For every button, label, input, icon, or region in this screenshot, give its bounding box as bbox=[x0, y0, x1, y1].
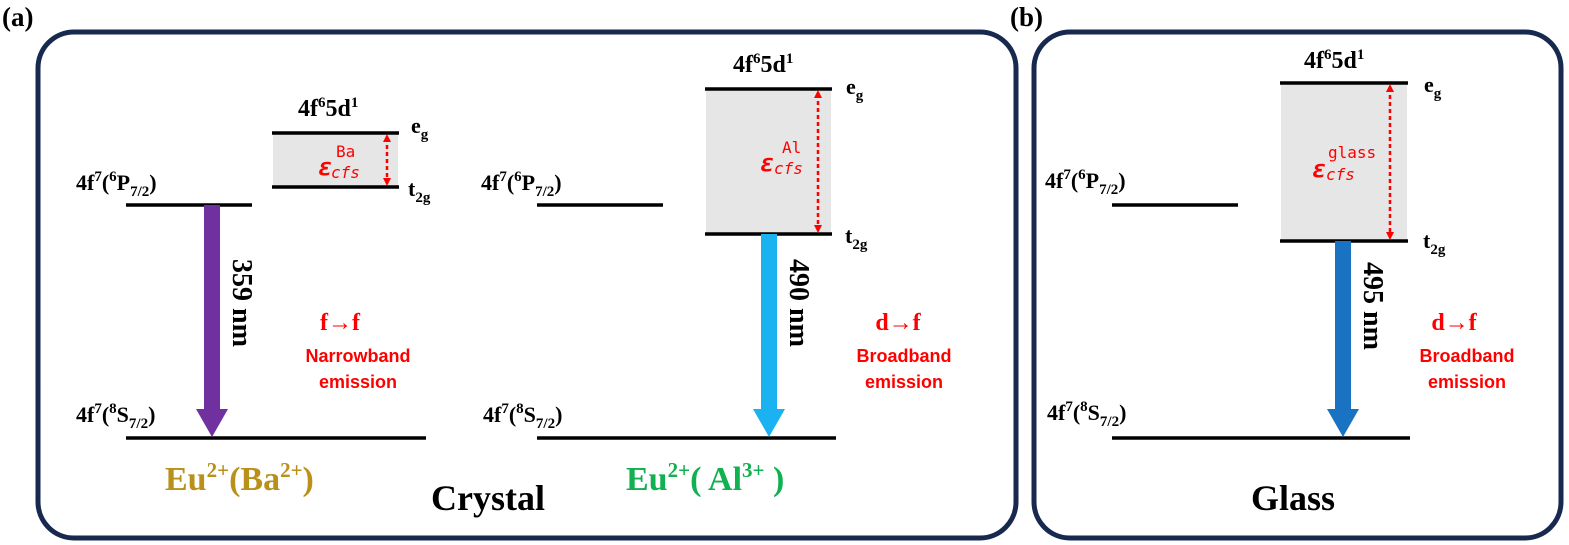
glass-cfs-superscript: glass bbox=[1328, 143, 1376, 162]
glass-transition: d→f bbox=[1431, 310, 1477, 336]
ba-cfs-superscript: Ba bbox=[336, 142, 355, 161]
ba-f-state: 4f7(6P7/2) bbox=[76, 169, 157, 200]
glass-diagram: 4f65d1 eg t2g ε cfs glass 4f7(6P7/2) 4f7… bbox=[1045, 47, 1515, 440]
config-5d: 5d bbox=[761, 52, 787, 78]
down-arrow-icon bbox=[1327, 409, 1359, 437]
ba-emission-type-line1: Narrowband bbox=[305, 346, 410, 366]
al-host-label: Eu2+( Al3+ ) bbox=[626, 458, 784, 498]
glass-excited-config: 4f65d1 bbox=[1304, 47, 1364, 74]
glass-emission-wavelength: 495 nm bbox=[1357, 262, 1388, 350]
config-1: 1 bbox=[786, 51, 794, 67]
al-cfs-box bbox=[706, 89, 831, 234]
glass-cfs-sub: cfs bbox=[1326, 165, 1355, 184]
glass-cfs-box bbox=[1281, 83, 1407, 241]
al-cfs-sub: cfs bbox=[774, 159, 803, 178]
glass-eg-label: eg bbox=[1424, 72, 1442, 102]
config-4f: 4f bbox=[1304, 48, 1325, 74]
al-ground-state: 4f7(8S7/2) bbox=[483, 401, 562, 432]
ba-cfs-box bbox=[273, 133, 398, 187]
ba-diagram: 4f65d1 eg t2g ε cfs Ba 4f7(6P7/2) 4f7(8S… bbox=[76, 95, 431, 498]
ba-excited-config: 4f65d1 bbox=[298, 95, 358, 122]
glass-emission-arrow bbox=[1327, 241, 1359, 437]
ba-transition: f→f bbox=[320, 310, 361, 336]
al-cfs-symbol: ε bbox=[760, 149, 774, 177]
config-6: 6 bbox=[1324, 47, 1332, 63]
ba-eg-label: eg bbox=[411, 113, 429, 143]
config-6: 6 bbox=[318, 95, 326, 111]
config-1: 1 bbox=[1357, 47, 1365, 63]
ba-cfs-sub: cfs bbox=[331, 163, 360, 182]
ba-cfs-symbol: ε bbox=[318, 153, 332, 181]
glass-cfs-symbol: ε bbox=[1312, 155, 1326, 183]
config-1: 1 bbox=[351, 95, 359, 111]
down-arrow-icon bbox=[196, 409, 228, 437]
down-arrow-icon bbox=[753, 409, 785, 437]
config-4f: 4f bbox=[298, 96, 319, 122]
panel-a-frame bbox=[35, 29, 1019, 541]
al-excited-config: 4f65d1 bbox=[733, 51, 793, 78]
al-diagram: 4f65d1 eg t2g ε cfs Al 4f7(6P7/2) 4f7(8S… bbox=[481, 51, 952, 498]
panel-b-letter: (b) bbox=[1010, 2, 1043, 32]
al-emission-arrow bbox=[753, 234, 785, 437]
al-transition: d→f bbox=[875, 310, 921, 336]
panel-b-title: Glass bbox=[1251, 478, 1335, 518]
ba-emission-wavelength: 359 nm bbox=[226, 259, 257, 347]
al-f-state: 4f7(6P7/2) bbox=[481, 169, 562, 200]
ba-emission-type-line2: emission bbox=[319, 372, 397, 392]
al-eg-label: eg bbox=[846, 74, 864, 104]
al-cfs-superscript: Al bbox=[782, 138, 801, 157]
ba-host-label: Eu2+(Ba2+) bbox=[165, 458, 314, 498]
panel-a-title: Crystal bbox=[431, 478, 545, 518]
al-emission-type-line1: Broadband bbox=[856, 346, 951, 366]
glass-ground-state: 4f7(8S7/2) bbox=[1047, 399, 1126, 430]
config-4f: 4f bbox=[733, 52, 754, 78]
ba-t2g-label: t2g bbox=[408, 176, 431, 206]
panel-a-letter: (a) bbox=[2, 2, 33, 32]
glass-t2g-label: t2g bbox=[1423, 228, 1446, 258]
config-5d: 5d bbox=[326, 96, 352, 122]
ba-emission-arrow bbox=[196, 205, 228, 437]
config-6: 6 bbox=[753, 51, 761, 67]
config-5d: 5d bbox=[1332, 48, 1358, 74]
ba-ground-state: 4f7(8S7/2) bbox=[76, 401, 155, 432]
al-emission-type-line2: emission bbox=[865, 372, 943, 392]
glass-f-state: 4f7(6P7/2) bbox=[1045, 167, 1126, 198]
panel-b-frame bbox=[1031, 29, 1564, 541]
glass-emission-type-line2: emission bbox=[1428, 372, 1506, 392]
al-emission-wavelength: 490 nm bbox=[783, 259, 814, 347]
al-t2g-label: t2g bbox=[845, 223, 868, 253]
glass-emission-type-line1: Broadband bbox=[1419, 346, 1514, 366]
